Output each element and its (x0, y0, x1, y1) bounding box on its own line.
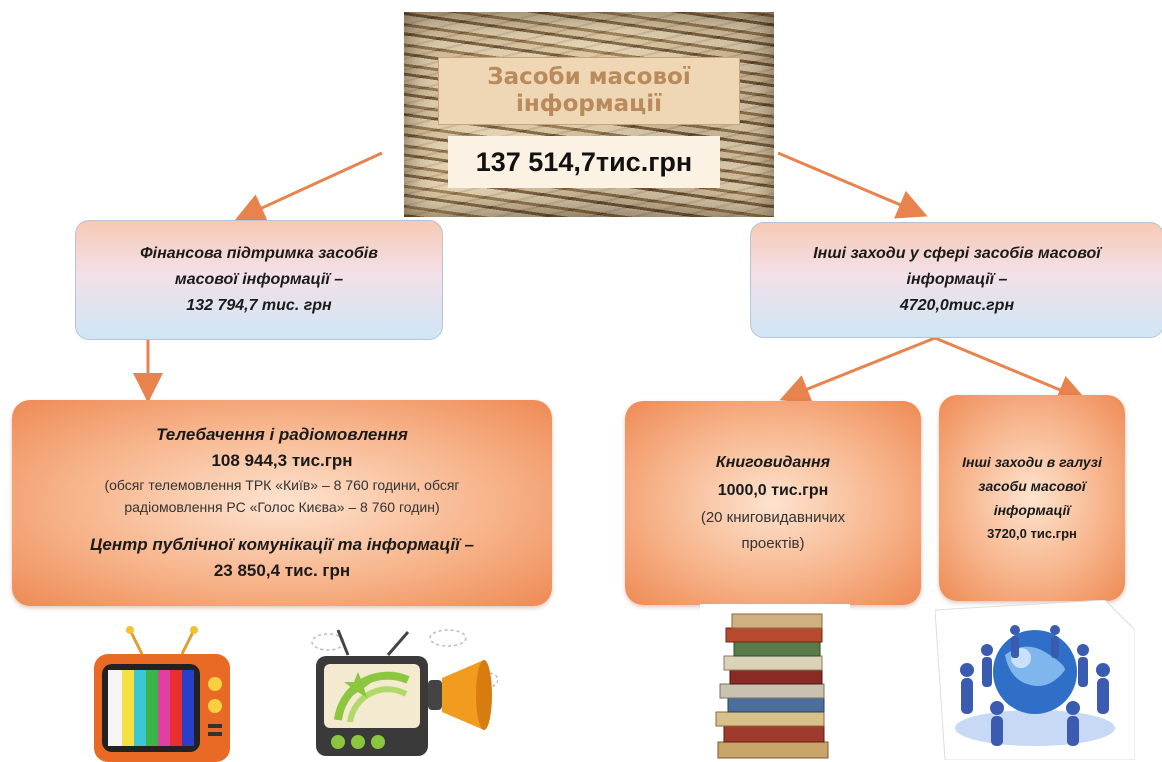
other-media-amount: 3720,0 тис.грн (987, 526, 1077, 541)
center-amount: 23 850,4 тис. грн (213, 561, 351, 580)
other-media-line1: Інші заходи в галузі (962, 454, 1102, 470)
other-media-line3: інформації (993, 502, 1071, 518)
financial-support-box: Фінансова підтримка засобів масової інфо… (75, 220, 443, 340)
other-media-box: Інші заходи в галузі засоби масової інфо… (939, 395, 1125, 601)
other-measures-line2: інформації – (906, 271, 1008, 288)
tv-radio-box: Телебачення і радіомовлення 108 944,3 ти… (12, 400, 552, 606)
tv-radio-note-line1: (обсяг телемовлення ТРК «Київ» – 8 760 г… (104, 477, 460, 493)
book-publishing-note-line1: (20 книговидавничих (700, 509, 846, 526)
financial-support-line2: масової інформації – (174, 271, 344, 288)
arrow-right-other (934, 336, 1088, 404)
arrow-right-books (779, 336, 936, 404)
books-stack-icon (700, 604, 850, 762)
other-measures-amount: 4720,0тис.грн (899, 297, 1015, 314)
book-publishing-title: Книговидання (715, 454, 831, 471)
arrow-root-left (234, 151, 383, 222)
tv-radio-note-line2: радіомовлення РС «Голос Києва» – 8 760 г… (124, 499, 440, 515)
tv-radio-amount: 108 944,3 тис.грн (211, 451, 353, 470)
tv-radio-title: Телебачення і радіомовлення (156, 425, 408, 444)
arrow-root-right (777, 151, 928, 219)
other-measures-box: Інші заходи у сфері засобів масової інфо… (750, 222, 1162, 338)
financial-support-line1: Фінансова підтримка засобів (140, 245, 378, 262)
retro-tv-icon (94, 626, 230, 762)
book-publishing-amount: 1000,0 тис.грн (717, 482, 829, 499)
financial-support-amount: 132 794,7 тис. грн (186, 297, 332, 314)
media-radio-icon (311, 629, 498, 756)
globe-people-icon (935, 600, 1135, 760)
center-title: Центр публічної комунікації та інформаці… (90, 535, 474, 554)
other-measures-line1: Інші заходи у сфері засобів масової (813, 245, 1101, 262)
root-title: Засоби масової інформації (438, 57, 740, 125)
book-publishing-note-line2: проектів) (741, 535, 805, 552)
root-amount: 137 514,7тис.грн (448, 136, 720, 188)
other-media-line2: засоби масової (978, 478, 1086, 494)
book-publishing-box: Книговидання 1000,0 тис.грн (20 книговид… (625, 401, 921, 605)
